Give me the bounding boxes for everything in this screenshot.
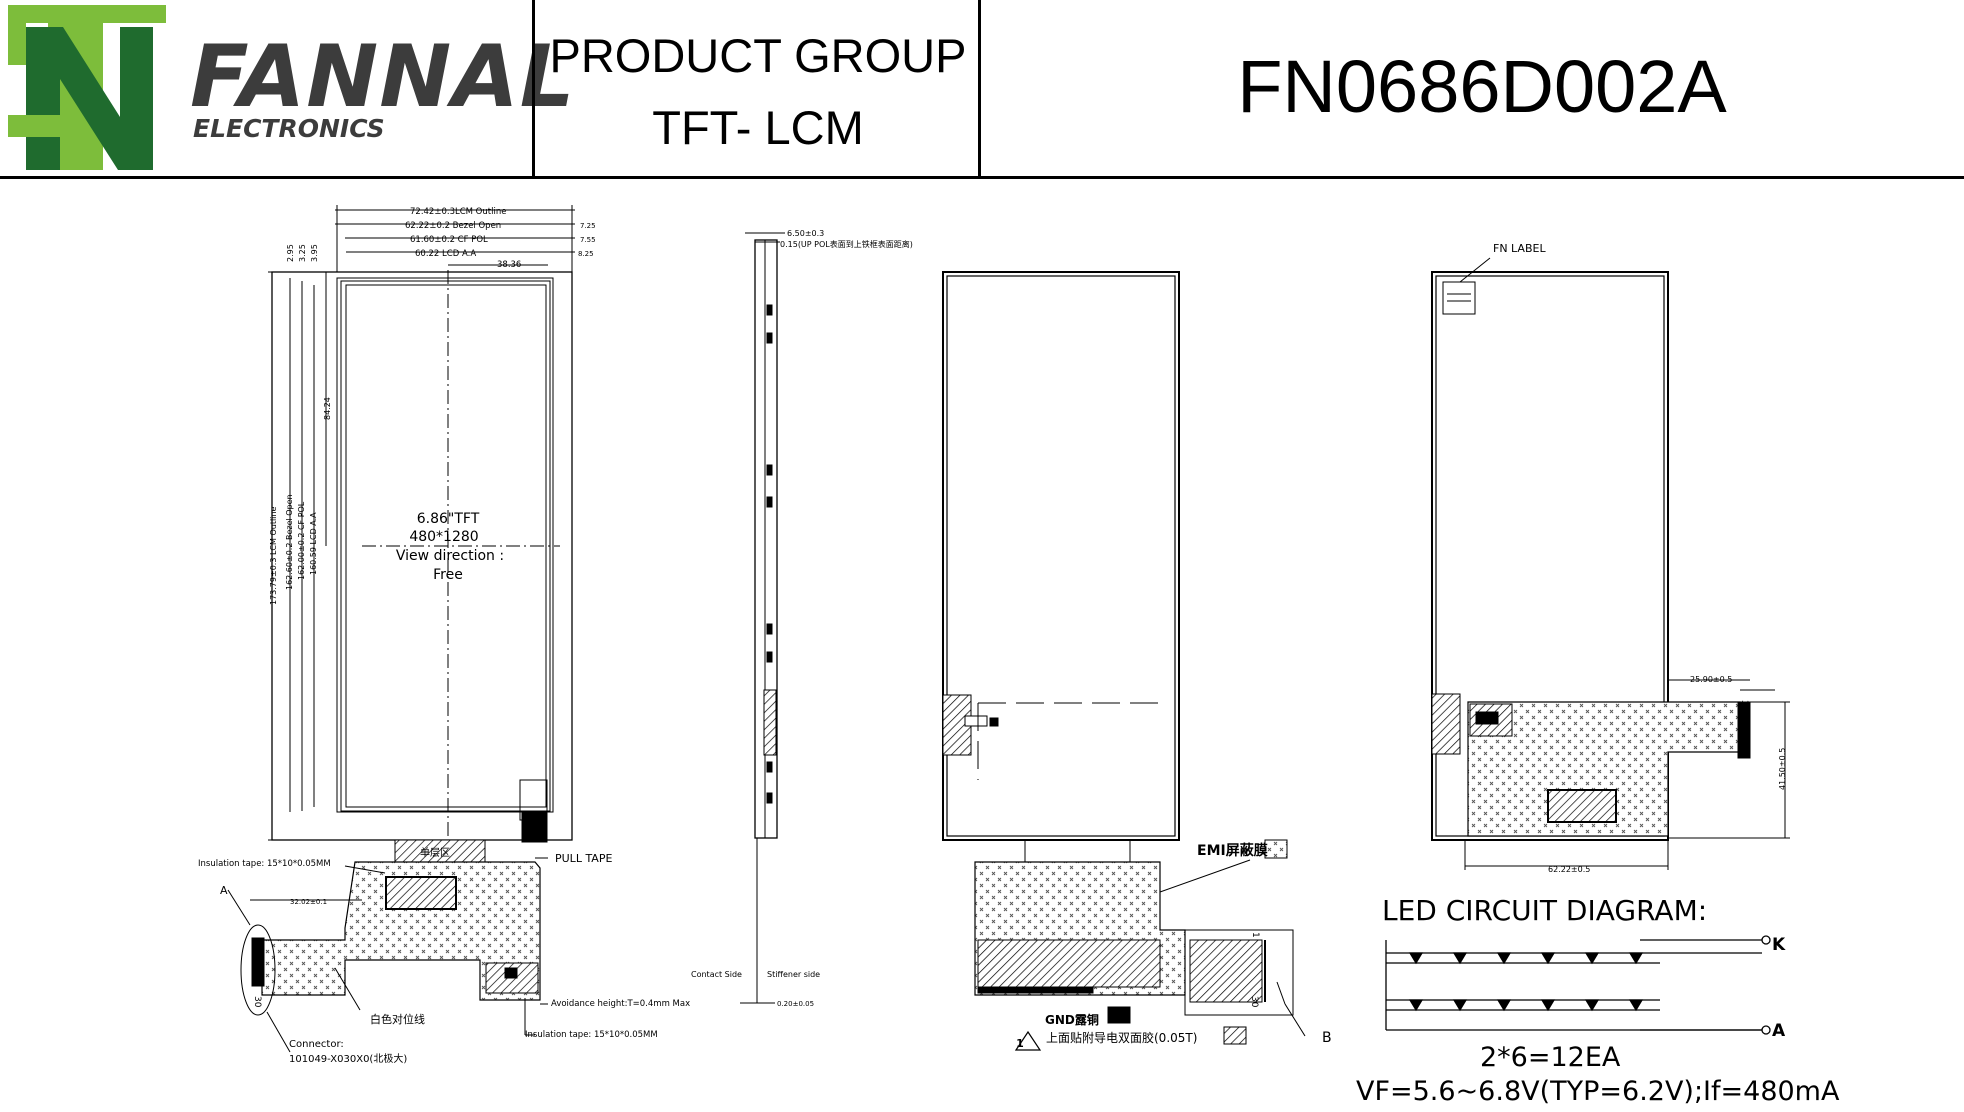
view-direction-label: View direction : [396, 548, 504, 564]
dim-pol-height: 162.00±0.2 CF POL [297, 501, 306, 580]
dim-aa-height: 160.59 LCD A.A [309, 512, 318, 575]
company-subtitle: ELECTRONICS [193, 114, 385, 143]
dim-top-1: 2.95 [286, 244, 295, 262]
led-circuit [1385, 935, 1771, 1035]
led-a: A [1772, 1021, 1786, 1041]
pull-tape-label: PULL TAPE [555, 852, 612, 865]
label-a: A [220, 884, 228, 897]
dim-bezel-width: 62.22±0.2 Bezel Open [405, 221, 501, 231]
white-line-label: 白色对位线 [370, 1012, 425, 1026]
dim-pol-width: 61.60±0.2 CF POL [410, 235, 488, 245]
product-group-value: TFT- LCM [652, 101, 864, 154]
back-pin-1: 1 [1250, 932, 1260, 938]
lcd-active-area [345, 284, 547, 808]
front-view [227, 205, 575, 1053]
connector-part-number: 101049-X030X0(北极大) [289, 1052, 407, 1065]
connector-title: Connector: [289, 1039, 344, 1050]
dim-fpc: 32.02±0.1 [290, 898, 327, 906]
led-count: 2*6=12EA [1480, 1042, 1621, 1073]
dim-outline-height: 173.79±0.3 LCM Outline [269, 507, 278, 605]
back-pin-30: 30 [1249, 996, 1259, 1008]
dim-right-3: 8.25 [578, 250, 594, 258]
bezel-open [336, 277, 554, 813]
label-view [1431, 257, 1790, 870]
title-block: FANNAL ELECTRONICS PRODUCT GROUP TFT- LC… [0, 0, 1964, 179]
dim-bezel-height: 162.60±0.2 Bezel Open [285, 494, 294, 590]
dim-outline-width: 72.42±0.3LCM Outline [410, 207, 506, 217]
emi-label: EMI屏蔽膜 [1197, 842, 1268, 859]
dim-pol-gap: 0.15(UP POL表面到上铁框表面距离) [780, 239, 913, 249]
part-number: FN0686D002A [1237, 45, 1727, 128]
avoidance-height-label: Avoidance height:T=0.4mm Max [551, 999, 690, 1009]
tape-note: 上面贴附导电双面胶(0.05T) [1046, 1030, 1197, 1045]
dim-fpc-width: 25.90±0.5 [1690, 675, 1732, 684]
dim-right-2: 7.55 [580, 236, 596, 244]
dim-30: 30 [1739, 700, 1749, 712]
led-spec: VF=5.6~6.8V(TYP=6.2V);If=480mA [1356, 1076, 1840, 1107]
single-layer-label: 单层区 [420, 847, 450, 859]
dim-right-1: 7.25 [580, 222, 596, 230]
dim-top-2: 3.25 [298, 244, 307, 262]
title-divider [978, 0, 981, 176]
label-b: B [1322, 1030, 1332, 1046]
led-title: LED CIRCUIT DIAGRAM: [1382, 894, 1707, 927]
stiffener-side-label: Stiffener side [767, 970, 820, 979]
company-name: FANNAL [190, 27, 576, 127]
panel-size: 6.86"TFT [417, 511, 480, 527]
view-direction-value: Free [433, 567, 463, 583]
title-divider [532, 0, 535, 176]
dim-fpc-height: 41.50±0.5 [1778, 748, 1787, 790]
fn-label: FN LABEL [1493, 242, 1546, 255]
fpc-pin-30: 30 [252, 996, 262, 1008]
insulation-tape-top-label: Insulation tape: 15*10*0.05MM [198, 859, 331, 869]
led-k: K [1772, 935, 1786, 955]
back-view [942, 271, 1306, 1051]
fannal-logo-icon [8, 5, 166, 170]
dim-bezel-bottom: 62.22±0.5 [1548, 865, 1590, 874]
product-group-label: PRODUCT GROUP [549, 29, 967, 82]
contact-side-label: Contact Side [691, 970, 742, 979]
dim-top-3: 3.95 [310, 244, 319, 262]
resolution: 480*1280 [409, 529, 478, 545]
side-view [740, 232, 785, 1004]
dim-aa-width: 60.22 LCD A.A [415, 249, 476, 259]
warning-number: 1 [1016, 1037, 1024, 1050]
dim-bottom: 0.20±0.05 [777, 1000, 814, 1008]
dim-center-x: 38.36 [497, 260, 521, 270]
insulation-tape-bottom-label: Insulation tape: 15*10*0.05MM [525, 1030, 658, 1040]
gnd-label: GND露铜 [1045, 1012, 1099, 1027]
dim-center-y: 84.24 [323, 397, 332, 420]
dim-thickness: 6.50±0.3 [787, 229, 824, 238]
